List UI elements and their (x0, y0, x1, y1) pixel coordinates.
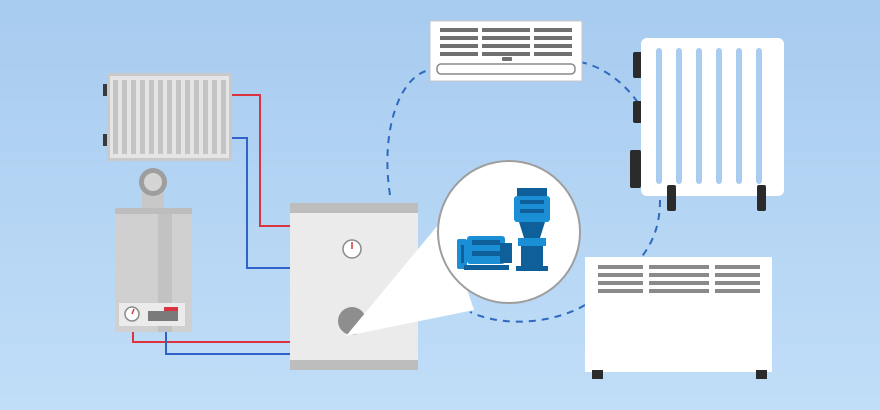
wall-boiler-icon (115, 208, 192, 332)
convector-heater-icon (585, 257, 772, 379)
oil-radiator-icon (630, 38, 784, 211)
hot-pipe-top (232, 94, 290, 227)
hot-pipe-bottom (132, 330, 290, 343)
cold-pipe-top (232, 137, 290, 269)
split-air-conditioner-icon (429, 20, 583, 82)
panel-radiator-icon (103, 73, 232, 161)
boiler-flue (139, 168, 167, 211)
pipes (132, 94, 290, 355)
circulation-pump-icon (457, 188, 550, 271)
cold-pipe-bottom (165, 330, 290, 355)
